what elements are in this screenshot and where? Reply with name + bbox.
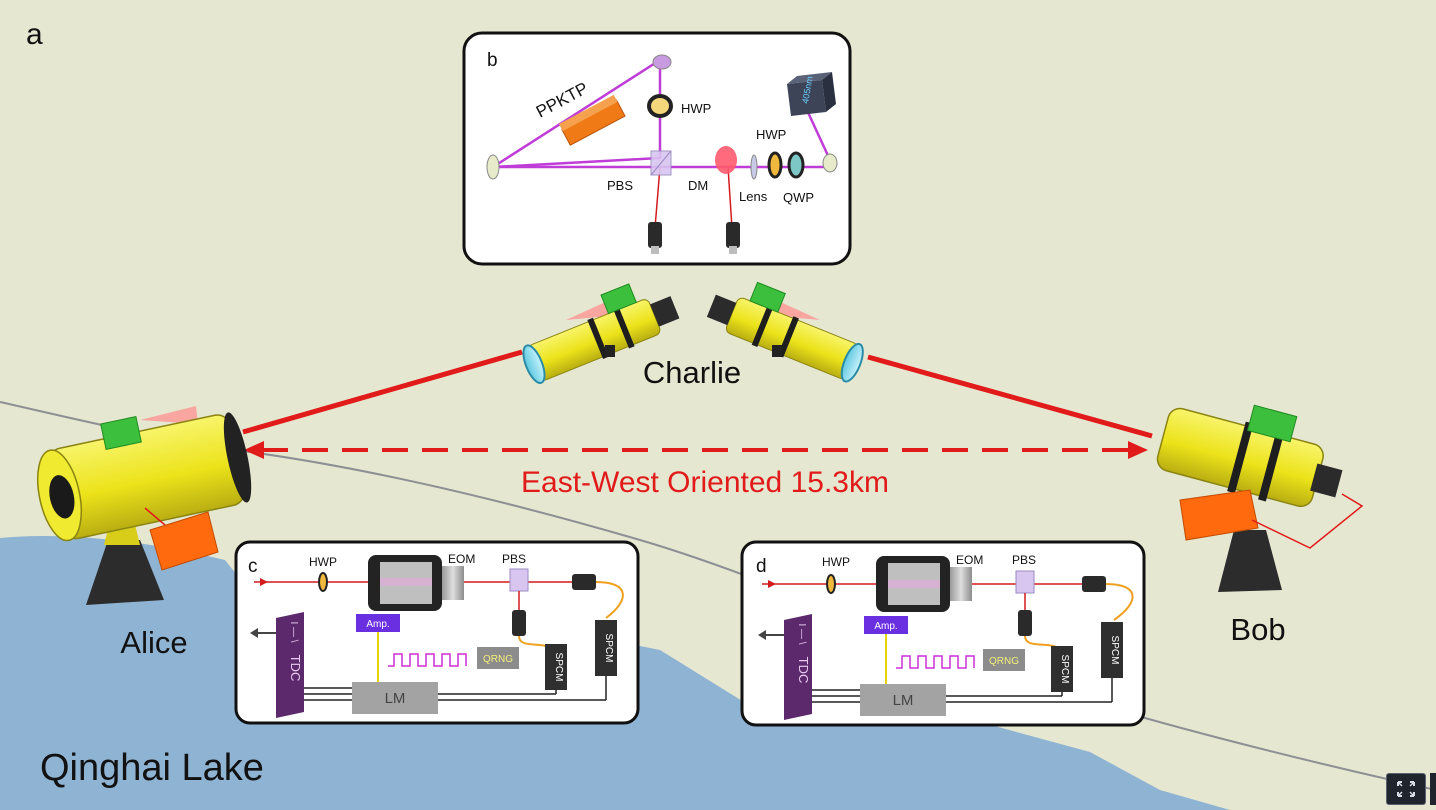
panel-d-spcm-1-label: SPCM (1059, 655, 1070, 684)
panel-d-amp-box (864, 616, 908, 634)
mirror-right (822, 153, 838, 173)
panel-d-qrng-label: QRNG (989, 656, 1019, 667)
panel-d-hwp-optic (826, 574, 836, 594)
panel-c-coupler-right (572, 574, 596, 590)
panel-d-eom-label: EOM (956, 553, 983, 567)
panel-c-inset: c HWP EOM PBS Amp. QRNG SPCM SPCM LM (234, 540, 640, 725)
panel-d-lm-label: LM (893, 692, 914, 709)
panel-d-qrng-box (983, 649, 1025, 671)
fullscreen-icon (1397, 781, 1415, 797)
panel-d-spcm-1 (1051, 646, 1073, 692)
panel-c-lm-label: LM (385, 690, 406, 707)
hwp-top-optic (647, 94, 673, 118)
panel-c-qrng-box (477, 647, 519, 669)
lens-optic (750, 154, 758, 180)
panel-d-tdc-label: TDC (796, 657, 811, 684)
panel-c-tdc-marks: I — \ (288, 621, 299, 642)
pbs-label: PBS (607, 178, 633, 193)
panel-b-frame (462, 31, 852, 266)
panel-b-inset: b PPKTP HWP PBS DM HWP Lens QWP (462, 31, 852, 266)
charlie-bob-beam (867, 354, 1153, 439)
charlie-telescope-left (522, 283, 680, 384)
charlie-label: Charlie (643, 355, 741, 390)
output-beam-left (654, 166, 661, 229)
panel-c-pbs-label: PBS (502, 552, 526, 566)
charlie-telescope-right (706, 281, 864, 383)
panel-d-inset: d HWP EOM PBS Amp. QRNG SPCM SPCM LM (740, 540, 1146, 727)
hwp-right-optic (767, 151, 783, 179)
lens-label: Lens (739, 189, 768, 204)
link-arrow-right (1128, 441, 1148, 459)
qwp-label: QWP (783, 190, 814, 205)
panel-d-tdc-box (784, 614, 812, 720)
ppktp-crystal (559, 94, 626, 146)
hwp-right-label: HWP (756, 127, 786, 142)
fiber-coupler-left (648, 222, 662, 254)
alice-telescope (36, 406, 252, 605)
mirror-top (652, 54, 672, 70)
panel-c-qrng-label: QRNG (483, 654, 513, 665)
panel-c-pbs (509, 568, 529, 592)
output-beam-right (727, 166, 733, 229)
panel-c-coupler-down (512, 610, 526, 636)
panel-c-spcm-1 (545, 644, 567, 690)
lake-label: Qinghai Lake (40, 747, 264, 789)
panel-c-hwp-optic (318, 572, 328, 592)
link-arrow-left (244, 441, 264, 459)
panel-d-spcm-2 (1101, 622, 1123, 678)
dichroic-mirror (715, 146, 737, 174)
panel-d-pbs-label: PBS (1012, 553, 1036, 567)
panel-d-amp-label: Amp. (874, 621, 897, 632)
panel-d-frame (740, 540, 1146, 727)
panel-d-coupler-down (1018, 610, 1032, 636)
panel-c-pulse-train (388, 653, 467, 667)
panel-d-pulse-train (896, 655, 975, 669)
panel-c-spcm-1-label: SPCM (553, 653, 564, 682)
panel-d-coupler-right (1082, 576, 1106, 592)
fiber-coupler-right (726, 222, 740, 254)
panel-d-tdc-marks: I — \ (796, 623, 807, 644)
panel-c-amp-box (356, 614, 400, 632)
panel-c-spcm-2-label: SPCM (603, 634, 614, 663)
dm-label: DM (688, 178, 708, 193)
panel-d-pbs (1015, 570, 1035, 594)
qwp-optic (787, 151, 805, 179)
panel-c-amp-label: Amp. (366, 619, 389, 630)
pump-laser-box: 405nm (787, 72, 836, 116)
toolbar-edge (1430, 773, 1436, 805)
panel-d-eom (876, 556, 972, 612)
panel-c-tdc-box (276, 612, 304, 718)
panel-a-letter: a (26, 18, 43, 51)
charlie-alice-beam (242, 349, 523, 435)
panel-c-eom (368, 555, 464, 611)
panel-c-frame (234, 540, 640, 725)
panel-b-letter: b (487, 50, 498, 71)
fullscreen-button[interactable] (1386, 773, 1426, 805)
panel-c-letter: c (248, 556, 258, 577)
alice-label: Alice (120, 625, 187, 660)
panel-c-eom-label: EOM (448, 552, 475, 566)
panel-c-lm-box (352, 682, 438, 714)
panel-d-lm-box (860, 684, 946, 716)
bob-label: Bob (1230, 612, 1285, 647)
link-distance-label: East-West Oriented 15.3km (521, 466, 889, 499)
panel-d-letter: d (756, 556, 767, 577)
laser-wavelength-label: 405nm (800, 75, 815, 104)
panel-d-spcm-2-label: SPCM (1109, 636, 1120, 665)
hwp-top-label: HWP (681, 101, 711, 116)
panel-d-hwp-label: HWP (822, 555, 850, 569)
bob-telescope (1156, 404, 1364, 592)
panel-c-hwp-label: HWP (309, 555, 337, 569)
panel-c-tdc-label: TDC (288, 655, 303, 682)
mirror-left (486, 154, 500, 180)
panel-c-spcm-2 (595, 620, 617, 676)
